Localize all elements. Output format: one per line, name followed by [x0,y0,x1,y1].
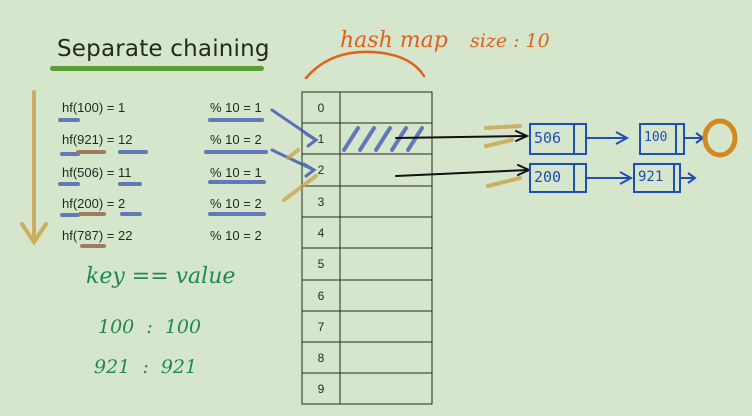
chain-node-value: 506 [534,129,562,147]
table-index: 8 [317,350,325,365]
hash-function-row: hf(787) = 22 [62,228,133,243]
modulo-row: % 10 = 1 [210,165,262,180]
table-index: 2 [317,162,325,177]
modulo-row: % 10 = 2 [210,132,262,147]
hashmap-brace [304,50,426,80]
row1-hatching [342,126,424,152]
chain-1 [529,123,705,155]
table-index: 1 [317,131,325,146]
pair-note: 100 : 100 [98,316,202,338]
orange-down-arrow [20,90,48,246]
mod-to-table-arrows [270,108,319,178]
chain-node-value: 100 [644,130,668,145]
modulo-row: % 10 = 2 [210,228,262,243]
hash-function-row: hf(921) = 12 [62,132,133,147]
title-underline [50,66,264,71]
size-label: size : 10 [470,30,550,52]
null-circle [702,118,738,158]
hash-function-row: hf(200) = 2 [62,196,126,211]
hashmap-label: hash map [340,28,448,53]
orange-strokes-left [282,148,318,202]
modulo-row: % 10 = 1 [210,100,262,115]
table-index: 7 [317,319,325,334]
pair-note: 921 : 921 [94,356,198,378]
page-title: Separate chaining [57,36,270,62]
hf-underlines [58,118,268,248]
hash-function-row: hf(100) = 1 [62,100,126,115]
chain-node-value: 921 [638,169,664,185]
table-index: 4 [317,225,325,240]
chain-node-value: 200 [534,168,562,186]
hash-function-row: hf(506) = 11 [62,165,132,180]
key-value-note: key == value [86,264,236,289]
modulo-row: % 10 = 2 [210,196,262,211]
table-index: 3 [317,194,325,209]
hash-table [301,91,433,405]
table-index: 9 [317,381,325,396]
table-index: 0 [317,100,325,115]
table-index: 5 [317,256,325,271]
orange-strokes-right [484,124,522,188]
table-index: 6 [317,288,325,303]
chain-2 [529,163,697,193]
